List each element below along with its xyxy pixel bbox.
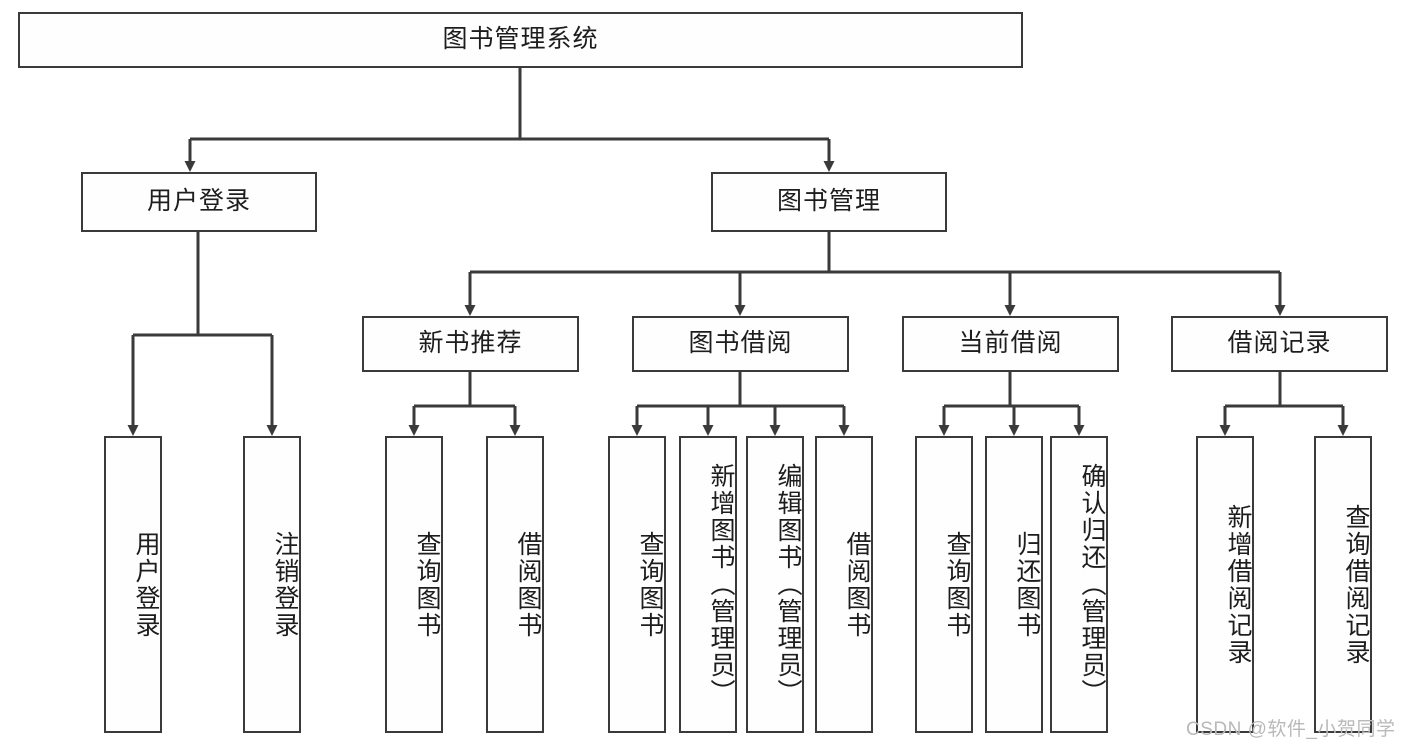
node-borrow-record-label: 借阅记录	[1227, 329, 1332, 358]
leaf-edit-book-label: 编辑图书（管理员）	[774, 463, 802, 706]
leaf-user-login[interactable]: 用户登录	[104, 436, 162, 733]
leaf-query-book-3[interactable]: 查询图书	[915, 436, 973, 733]
leaf-borrow-book-2-label: 借阅图书	[843, 530, 871, 639]
leaf-confirm-return[interactable]: 确认归还（管理员）	[1050, 436, 1108, 733]
leaf-user-login-label: 用户登录	[132, 530, 160, 639]
node-user-login[interactable]: 用户登录	[81, 172, 317, 232]
node-book-manage-label: 图书管理	[776, 187, 881, 216]
node-borrow-record[interactable]: 借阅记录	[1171, 316, 1388, 372]
leaf-return-book[interactable]: 归还图书	[985, 436, 1043, 733]
node-user-login-label: 用户登录	[146, 187, 251, 216]
node-current-borrow[interactable]: 当前借阅	[902, 316, 1119, 372]
leaf-add-record[interactable]: 新增借阅记录	[1196, 436, 1254, 733]
node-root[interactable]: 图书管理系统	[18, 12, 1023, 68]
leaf-query-book-1[interactable]: 查询图书	[385, 436, 443, 733]
leaf-return-book-label: 归还图书	[1013, 530, 1041, 639]
node-new-book-rec-label: 新书推荐	[418, 329, 523, 358]
leaf-query-book-3-label: 查询图书	[943, 530, 971, 639]
leaf-query-book-1-label: 查询图书	[413, 530, 441, 639]
node-book-manage[interactable]: 图书管理	[711, 172, 947, 232]
leaf-confirm-return-label: 确认归还（管理员）	[1078, 463, 1106, 706]
leaf-add-book-label: 新增图书（管理员）	[707, 463, 735, 706]
leaf-query-book-2-label: 查询图书	[636, 530, 664, 639]
leaf-add-book[interactable]: 新增图书（管理员）	[679, 436, 737, 733]
leaf-query-record-label: 查询借阅记录	[1342, 503, 1370, 666]
leaf-add-record-label: 新增借阅记录	[1224, 503, 1252, 666]
node-book-borrow-label: 图书借阅	[688, 329, 793, 358]
leaf-query-book-2[interactable]: 查询图书	[608, 436, 666, 733]
watermark: CSDN @软件_小贺同学	[1186, 719, 1396, 740]
leaf-edit-book[interactable]: 编辑图书（管理员）	[746, 436, 804, 733]
leaf-user-logout-label: 注销登录	[271, 530, 299, 639]
leaf-borrow-book-1-label: 借阅图书	[514, 530, 542, 639]
node-new-book-rec[interactable]: 新书推荐	[362, 316, 579, 372]
leaf-query-record[interactable]: 查询借阅记录	[1314, 436, 1372, 733]
node-root-label: 图书管理系统	[442, 25, 599, 54]
node-book-borrow[interactable]: 图书借阅	[632, 316, 849, 372]
leaf-borrow-book-1[interactable]: 借阅图书	[486, 436, 544, 733]
leaf-borrow-book-2[interactable]: 借阅图书	[815, 436, 873, 733]
leaf-user-logout[interactable]: 注销登录	[243, 436, 301, 733]
node-current-borrow-label: 当前借阅	[958, 329, 1063, 358]
